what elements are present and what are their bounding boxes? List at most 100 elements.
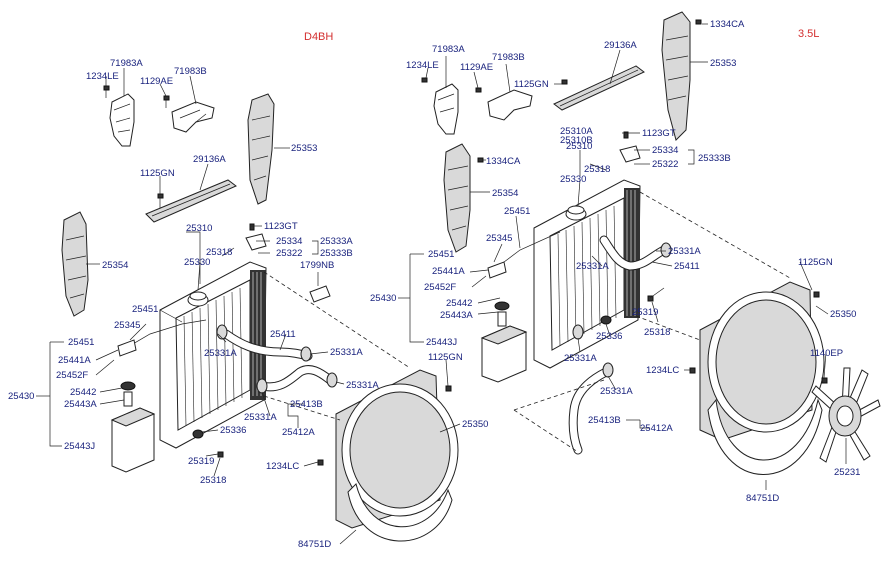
- part-label: 25318: [584, 164, 610, 175]
- part-label: 71983A: [110, 58, 143, 69]
- part-label: 25310A: [560, 126, 593, 137]
- bolt-1129ae: [163, 95, 170, 108]
- radiator-cap-25330: [187, 291, 209, 307]
- part-label: 25354: [492, 188, 518, 199]
- part-label: 25331A: [668, 246, 701, 257]
- bolt-1129ae-right: [475, 87, 482, 93]
- engine-labels: D4BH 3.5L: [304, 28, 819, 43]
- lower-hose-25412a: [257, 365, 335, 392]
- hose-clamps-right: [572, 242, 672, 378]
- fan-shroud-right: [699, 281, 825, 475]
- part-label: 25353: [710, 58, 736, 69]
- part-label: 25430: [8, 391, 34, 402]
- part-label: 25411: [270, 329, 296, 340]
- part-label: 1234LC: [646, 365, 679, 376]
- part-label: 25331A: [204, 348, 237, 359]
- part-label: 1129AE: [460, 62, 493, 73]
- part-label: 25451: [68, 337, 94, 348]
- part-label: 71983A: [432, 44, 465, 55]
- part-label: 25336: [220, 425, 246, 436]
- bolt-1125gn: [157, 193, 164, 208]
- part-label: 25451: [428, 249, 454, 260]
- part-label: 25318: [200, 475, 226, 486]
- part-label: 25333B: [320, 248, 353, 259]
- part-label: 25334: [276, 236, 302, 247]
- lower-hose-25412a-right: [568, 367, 611, 455]
- air-guard-25354: [61, 211, 89, 317]
- reservoir-tank-left: [110, 381, 156, 473]
- engine-label-d4bh: D4BH: [304, 31, 333, 43]
- part-label: 25451: [132, 304, 158, 315]
- radiator-cap-25330-right: [565, 205, 587, 221]
- part-label: 1125GN: [140, 168, 175, 179]
- part-label: 29136A: [604, 40, 637, 51]
- part-label: 25331A: [330, 347, 363, 358]
- engine-label-35l: 3.5L: [798, 28, 819, 40]
- part-label: 84751D: [298, 539, 331, 550]
- part-label: 25310: [186, 223, 212, 234]
- part-label: 25451: [504, 206, 530, 217]
- part-label: 1129AE: [140, 76, 173, 87]
- part-label: 1799NB: [300, 260, 334, 271]
- part-label: 25336: [596, 331, 622, 342]
- part-label: 1234LE: [406, 60, 439, 71]
- radiator-right: [533, 179, 641, 369]
- reservoir-tank-right: [480, 301, 528, 383]
- leader-lines: [36, 23, 847, 545]
- part-label: 25413B: [290, 399, 323, 410]
- air-guard-25353: [247, 93, 275, 205]
- fan-shroud-left: [335, 369, 459, 542]
- part-label: 25331A: [244, 412, 277, 423]
- part-label: 25442: [446, 298, 472, 309]
- bracket-25334-left: [245, 223, 267, 251]
- part-label: 25345: [486, 233, 512, 244]
- part-label: 84751D: [746, 493, 779, 504]
- bolt-1234lc-left: [317, 459, 324, 466]
- part-label: 25353: [291, 143, 317, 154]
- hose-clamps-left: [216, 324, 338, 394]
- part-label: 1234LE: [86, 71, 119, 82]
- bolt-25319: [217, 451, 224, 458]
- part-label: 25322: [276, 248, 302, 259]
- bolt-1234le-right: [421, 77, 428, 83]
- drain-plug-25336: [192, 429, 204, 439]
- hose-25441a: [117, 339, 137, 357]
- part-label: 25319: [188, 456, 214, 467]
- bracket-71983a: [109, 93, 135, 147]
- part-label: 25443A: [64, 399, 97, 410]
- part-label: 1125GN: [514, 79, 549, 90]
- part-label: 25310: [566, 141, 592, 152]
- part-label: 1140EP: [810, 348, 843, 359]
- bracket-71983a-right: [433, 83, 459, 135]
- hose-25441a-right: [487, 261, 507, 279]
- part-label: 25334: [652, 145, 678, 156]
- bracket-71983b: [171, 101, 215, 133]
- part-label: 25412A: [282, 427, 315, 438]
- part-label: 25441A: [432, 266, 465, 277]
- part-label: 25452F: [56, 370, 88, 381]
- part-label: 1123GT: [642, 128, 676, 139]
- bolt-1125gn-right-lower: [813, 291, 820, 298]
- part-label: 25443A: [440, 310, 473, 321]
- part-label: 25443J: [426, 337, 457, 348]
- part-label: 1125GN: [798, 257, 833, 268]
- part-label: 25430: [370, 293, 396, 304]
- air-guard-25354-right: [443, 143, 471, 253]
- part-label: 25350: [830, 309, 856, 320]
- seal-29136a-right: [553, 65, 645, 111]
- bracket-71983b-right: [487, 89, 533, 121]
- part-label: 25331A: [576, 261, 609, 272]
- part-label: 1234LC: [266, 461, 299, 472]
- bolt-1234lc-right: [689, 367, 696, 374]
- bolt-1125gn-right: [561, 79, 568, 85]
- cooling-fan-25231: [811, 367, 881, 463]
- part-label: 25330: [184, 257, 210, 268]
- part-label: 25331A: [564, 353, 597, 364]
- part-label: 25330: [560, 174, 586, 185]
- part-label: 25345: [114, 320, 140, 331]
- part-label: 25412A: [640, 423, 673, 434]
- part-label: 25318: [206, 247, 232, 258]
- part-label: 25333A: [320, 236, 353, 247]
- part-label: 25319: [632, 307, 658, 318]
